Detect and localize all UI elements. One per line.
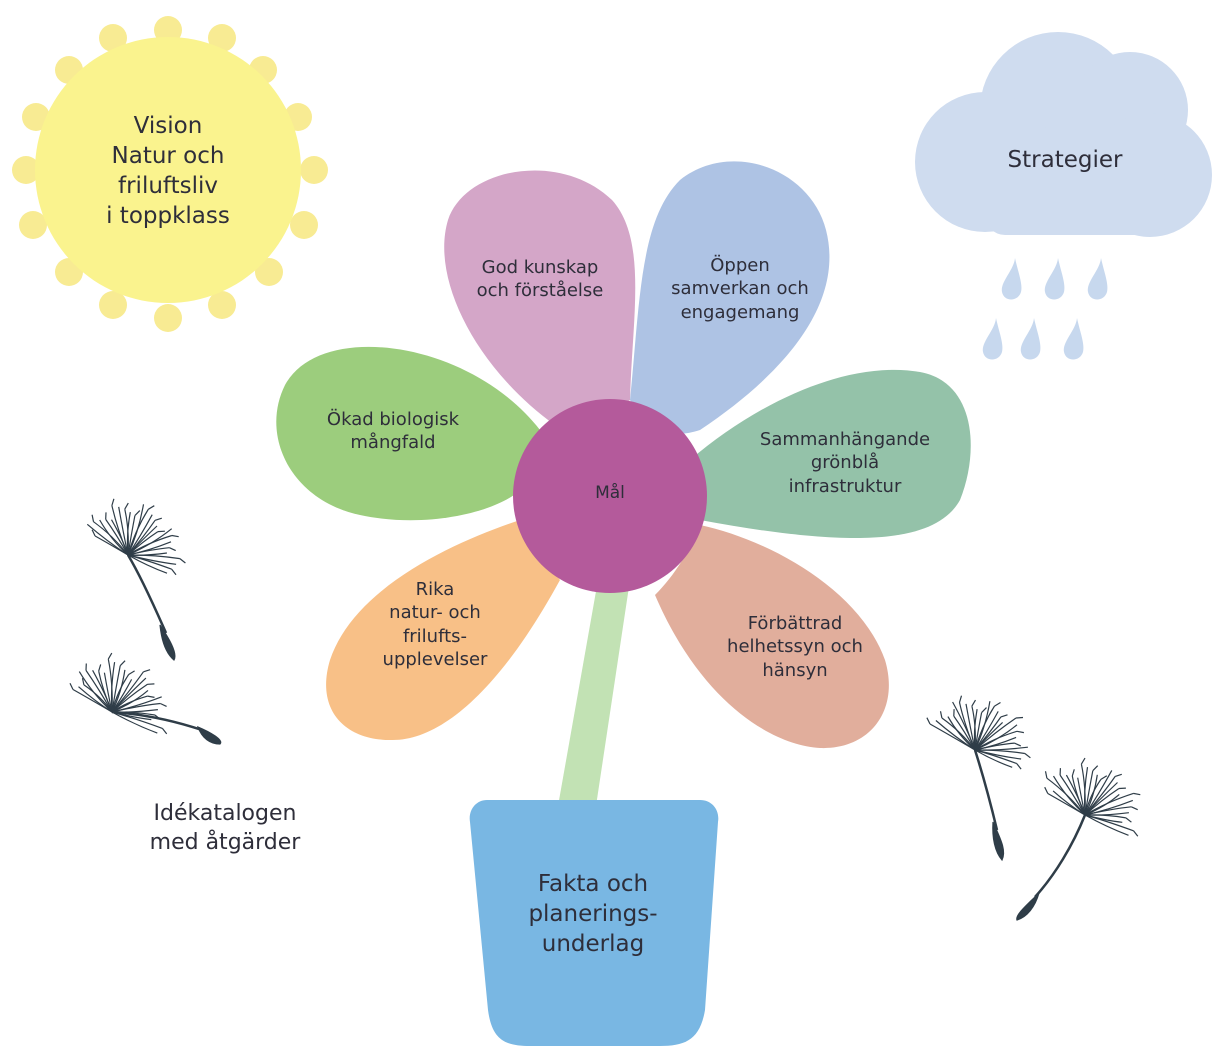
pappus-tip bbox=[120, 661, 125, 666]
center-label: Mål bbox=[560, 482, 660, 504]
pappus-tip bbox=[135, 511, 140, 516]
pappus-tip bbox=[148, 696, 155, 697]
pappus-tip bbox=[1001, 715, 1008, 717]
pappus-tip bbox=[1093, 766, 1098, 771]
dandelion-seed-4 bbox=[1017, 758, 1141, 920]
flower-stem bbox=[558, 580, 630, 806]
pappus-tip bbox=[941, 711, 942, 718]
petal-label-god-kunskap: God kunskap och förståelse bbox=[450, 256, 630, 303]
pot-label: Fakta och planerings- underlag bbox=[493, 870, 693, 960]
seed-pappus-1 bbox=[87, 499, 185, 575]
pappus-tip bbox=[995, 703, 1001, 707]
pappus-tip bbox=[99, 664, 101, 671]
petal-label-sammanhangande: Sammanhängande grönblå infrastruktur bbox=[745, 428, 945, 498]
pappus-tip bbox=[1017, 764, 1021, 770]
pappus-tip bbox=[1134, 831, 1138, 837]
pappus-tip bbox=[1025, 754, 1031, 758]
pappus-tip bbox=[129, 671, 135, 675]
pappus-tip bbox=[1133, 793, 1140, 794]
pappus-tip bbox=[155, 518, 162, 520]
pappus-tip bbox=[125, 503, 129, 509]
pappus-tip bbox=[1014, 743, 1020, 746]
petal-label-oppen-samverkan: Öppen samverkan och engagemang bbox=[650, 254, 830, 324]
pappus-tip bbox=[143, 670, 150, 672]
pappus-tip bbox=[148, 506, 154, 510]
cloud bbox=[915, 32, 1212, 237]
pappus-filament bbox=[1085, 815, 1129, 835]
pappus-tip bbox=[1081, 758, 1085, 764]
pappus-tip bbox=[927, 718, 930, 724]
pappus-tip bbox=[1126, 818, 1132, 822]
pappus-tip bbox=[162, 728, 166, 734]
pappus-tip bbox=[92, 515, 93, 522]
pappus-tip bbox=[1115, 774, 1122, 776]
dandelion-seed-2 bbox=[70, 653, 221, 744]
pappus-tip bbox=[112, 499, 114, 506]
rain-drops bbox=[983, 258, 1108, 360]
dandelion-seed-1 bbox=[87, 499, 185, 660]
pappus-tip bbox=[972, 700, 976, 706]
pappus-tip bbox=[982, 708, 987, 713]
pappus-tip bbox=[1046, 771, 1047, 778]
pappus-tip bbox=[1045, 787, 1048, 793]
pappus-tip bbox=[172, 569, 176, 575]
pappus-tip bbox=[1131, 807, 1137, 810]
pappus-tip bbox=[172, 536, 179, 537]
pappus-tip bbox=[1072, 769, 1074, 776]
seed-pappus-2 bbox=[70, 653, 167, 734]
pappus-filament bbox=[1085, 815, 1134, 831]
pappus-tip bbox=[160, 704, 166, 707]
pappus-tip bbox=[108, 653, 112, 659]
cloud-label: Strategier bbox=[980, 146, 1150, 176]
petal-label-rika-natur: Rika natur- och frilufts- upplevelser bbox=[345, 578, 525, 672]
idekatalog-label: Idékatalogen med åtgärder bbox=[120, 800, 330, 857]
pappus-tip bbox=[1017, 731, 1024, 732]
petal-label-forbattrad: Förbättrad helhetssyn och hänsyn bbox=[695, 612, 895, 682]
pappus-tip bbox=[1101, 776, 1107, 780]
pappus-tip bbox=[960, 696, 962, 703]
sun-label: Vision Natur och friluftsliv i toppklass bbox=[68, 112, 268, 232]
petal-label-okad-biologisk: Ökad biologisk mångfald bbox=[298, 408, 488, 455]
dandelion-seed-3 bbox=[927, 696, 1031, 860]
pappus-tip bbox=[169, 548, 175, 551]
pappus-tip bbox=[180, 559, 186, 563]
pappus-tip bbox=[70, 683, 73, 689]
seed-pappus-4 bbox=[1045, 758, 1141, 836]
pappus-tip bbox=[1016, 718, 1023, 719]
